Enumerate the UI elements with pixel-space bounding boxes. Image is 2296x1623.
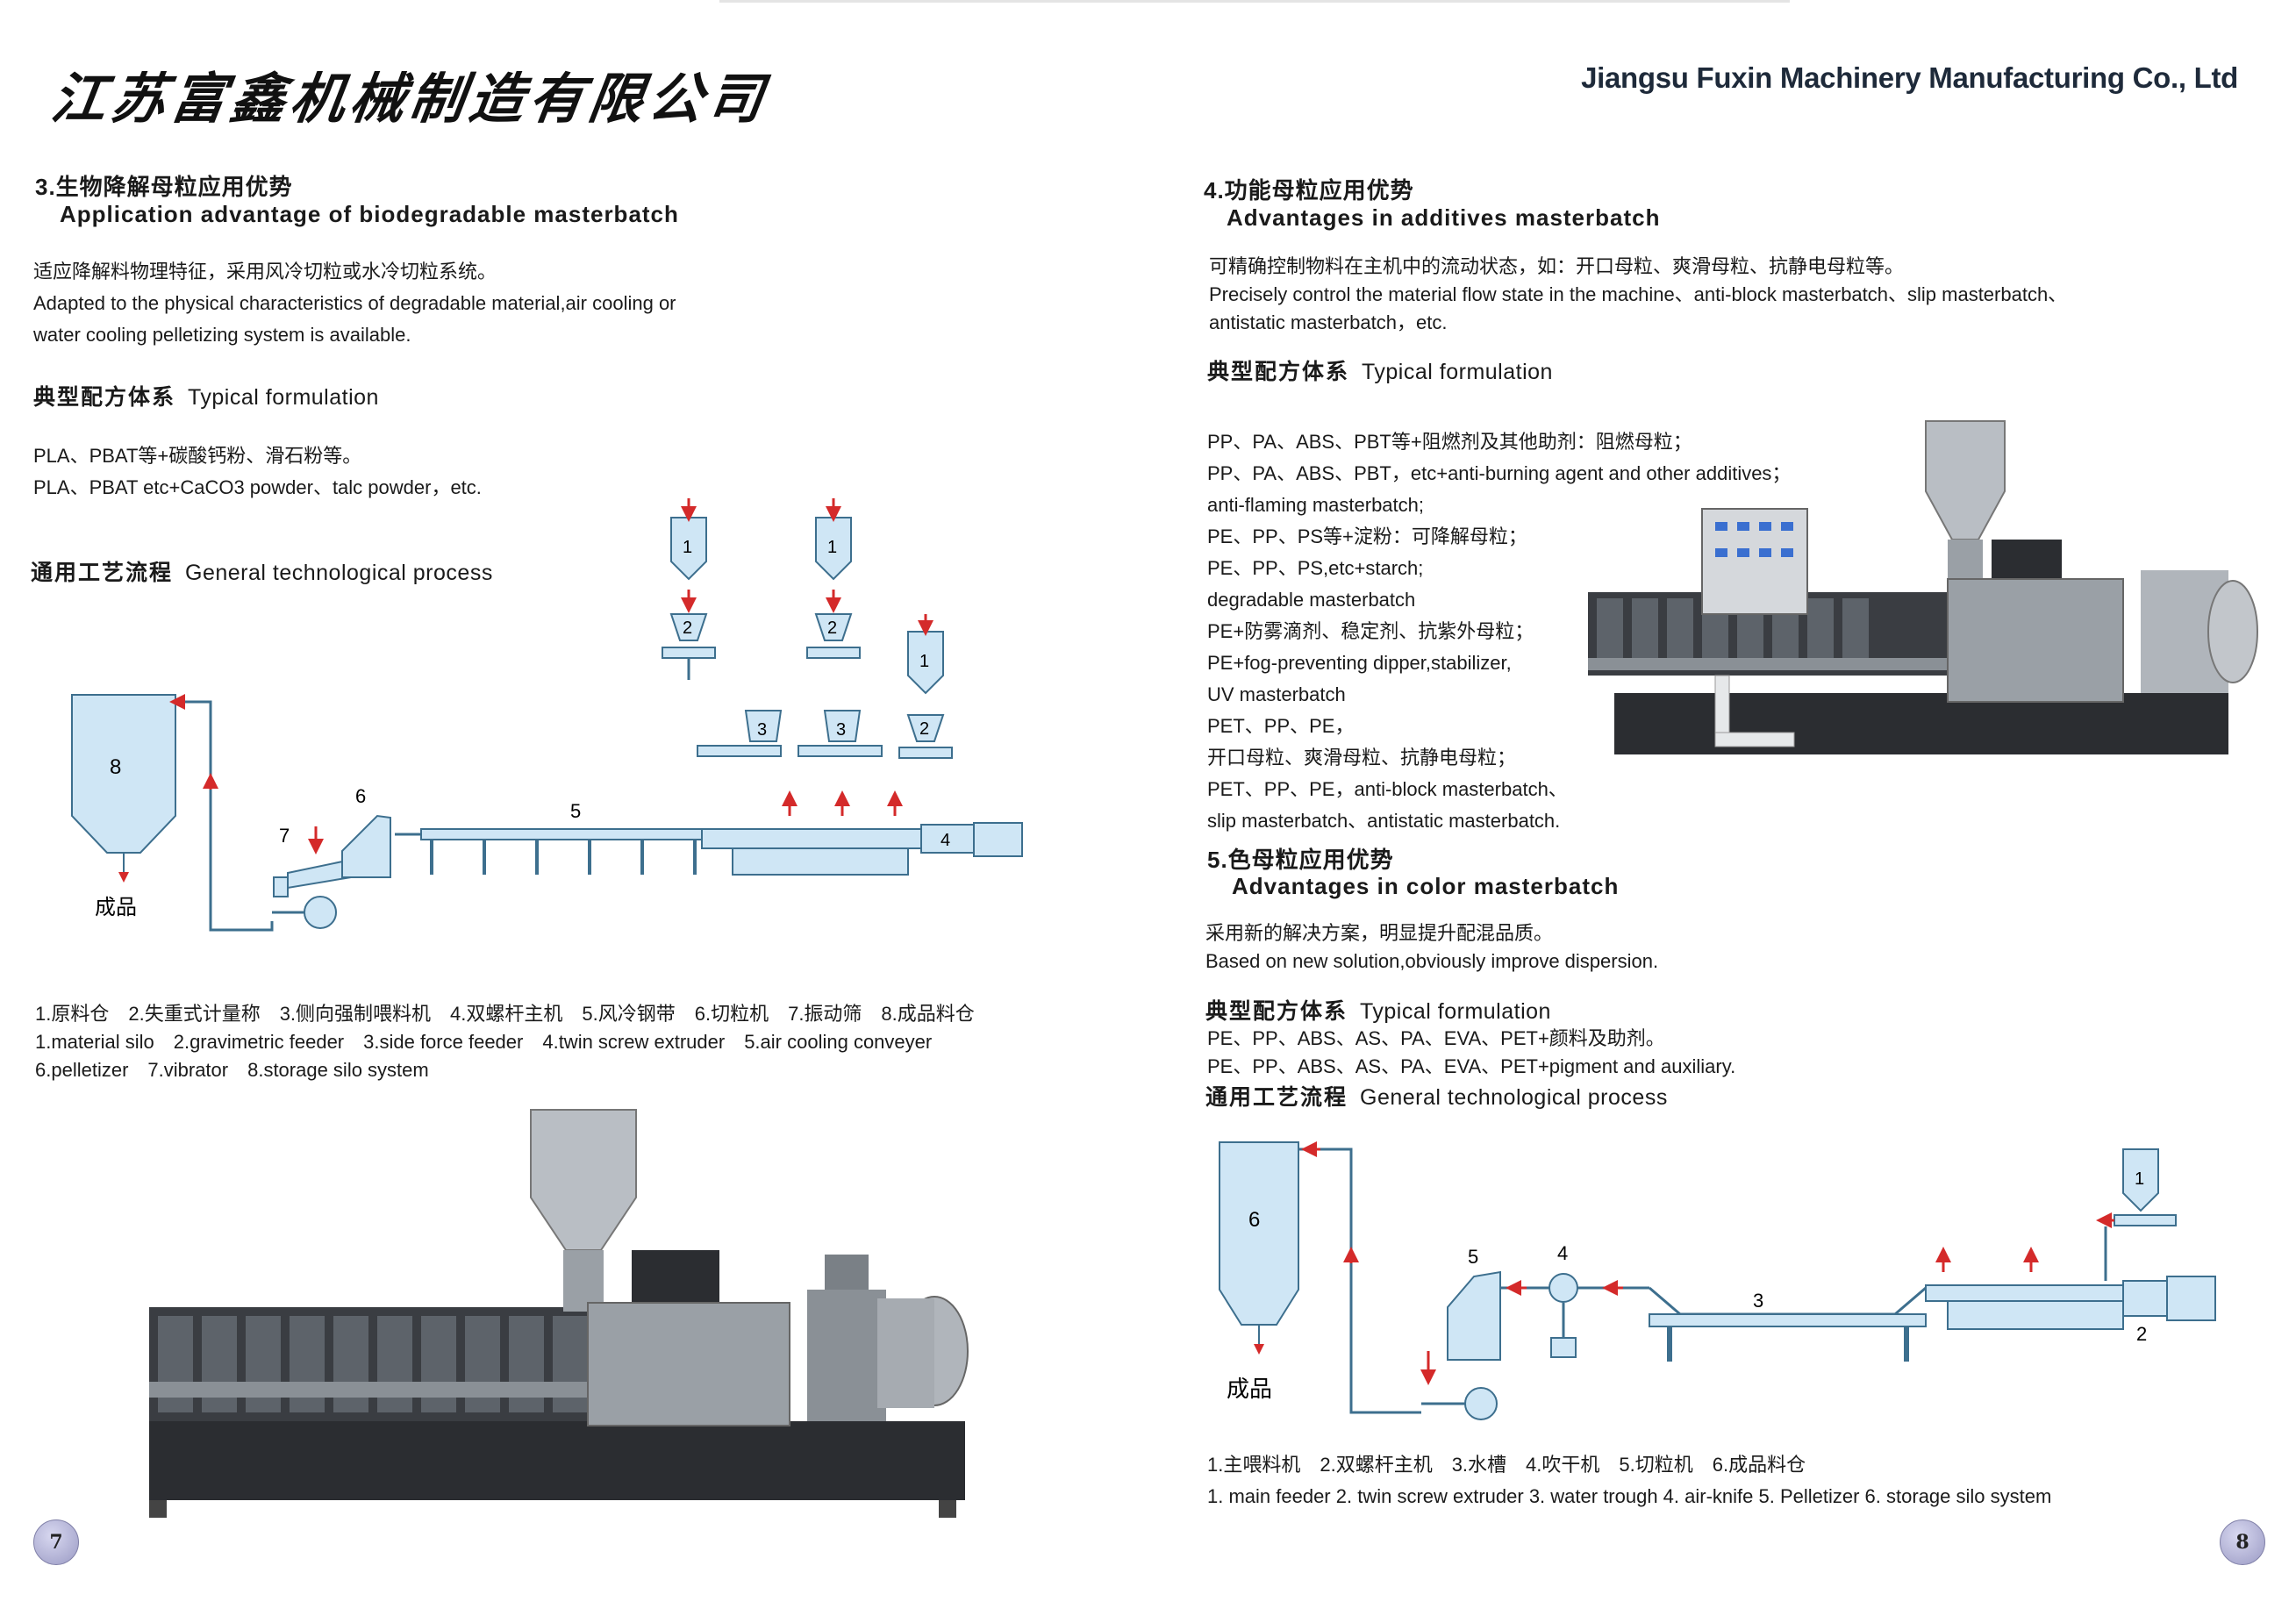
svg-text:5: 5 (570, 800, 581, 822)
section3-formulation-2: PLA、PBAT etc+CaCO3 powder、talc powder，et… (33, 476, 482, 498)
right-process-diagram: 6 成品 5 4 3 2 1 (1219, 1141, 2216, 1420)
svg-text:6: 6 (355, 785, 366, 807)
svg-text:3: 3 (1753, 1290, 1763, 1312)
svg-text:2: 2 (827, 618, 837, 638)
left-legend-cn: 1.原料仓 2.失重式计量称 3.侧向强制喂料机 4.双螺杆主机 5.风冷钢带 … (35, 1003, 975, 1025)
company-name-cn: 江苏富鑫机械制造有限公司 (47, 67, 773, 131)
svg-text:1: 1 (2135, 1169, 2144, 1189)
top-rule (719, 0, 1790, 3)
blower-icon (1464, 1387, 1498, 1420)
svg-text:2: 2 (919, 719, 929, 739)
diagram-product-label: 成品 (95, 896, 137, 919)
storage-silo-8: 8 成品 (71, 694, 176, 919)
section4-desc-3: antistatic masterbatch，etc. (1209, 311, 1448, 333)
svg-text:4: 4 (1557, 1242, 1568, 1264)
feeder-group-a: 1 2 3 (662, 498, 783, 757)
air-knife-4: 4 (1549, 1242, 1578, 1358)
right-machine-photo (1588, 420, 2258, 754)
section5-desc-2: Based on new solution,obviously improve … (1205, 950, 1659, 972)
left-process-diagram: 8 成品 7 6 5 4 (71, 498, 1023, 932)
feeder-group-c: 1 2 (898, 614, 953, 759)
svg-text:1: 1 (919, 652, 929, 671)
svg-text:2: 2 (683, 618, 692, 638)
section5-formulation-1: PE、PP、ABS、AS、PA、EVA、PET+颜料及助剂。 (1207, 1027, 1665, 1049)
vibrator-7: 7 (273, 825, 352, 897)
svg-text:1: 1 (827, 538, 837, 557)
svg-text:3: 3 (836, 720, 846, 740)
feeder-group-b: 1 2 3 (798, 498, 883, 757)
section3-desc-2: Adapted to the physical characteristics … (33, 292, 676, 314)
right-legend-cn: 1.主喂料机 2.双螺杆主机 3.水槽 4.吹干机 5.切粒机 6.成品料仓 (1207, 1454, 1806, 1476)
twin-screw-extruder-4: 4 (701, 790, 1023, 876)
air-cooling-conveyer-5: 5 (395, 800, 790, 875)
page-number-right: 8 (2220, 1519, 2265, 1565)
pelletizer-5: 5 (1447, 1246, 1501, 1361)
section5-title-cn: 5.色母粒应用优势 (1207, 847, 1394, 873)
section5-title-en: Advantages in color masterbatch (1232, 873, 1620, 899)
section3-title-cn: 3.生物降解母粒应用优势 (35, 174, 293, 200)
section5-desc-1: 采用新的解决方案，明显提升配混品质。 (1205, 922, 1554, 944)
water-trough-3: 3 (1649, 1286, 1927, 1362)
section3-desc-1: 适应降解料物理特征，采用风冷切粒或水冷切粒系统。 (33, 261, 497, 282)
diagram-label-8: 8 (110, 755, 121, 779)
blower-icon (304, 896, 337, 929)
pelletizer-6: 6 (341, 785, 391, 878)
svg-text:1: 1 (683, 538, 692, 557)
section3-formulation-1: PLA、PBAT等+碳酸钙粉、滑石粉等。 (33, 445, 362, 467)
section4-formulation-list: PP、PA、ABS、PBT等+阻燃剂及其他助剂：阻燃母粒； PP、PA、ABS、… (1207, 431, 1792, 832)
section4-desc-2: Precisely control the material flow stat… (1209, 283, 2068, 305)
page-number-left: 7 (33, 1519, 79, 1565)
svg-text:3: 3 (757, 720, 767, 740)
section3-desc-3: water cooling pelletizing system is avai… (33, 324, 411, 346)
svg-text:6: 6 (1248, 1208, 1260, 1232)
section4-desc-1: 可精确控制物料在主机中的流动状态，如：开口母粒、爽滑母粒、抗静电母粒等。 (1209, 255, 1905, 277)
section5-formulation-2: PE、PP、ABS、AS、PA、EVA、PET+pigment and auxi… (1207, 1055, 1736, 1077)
svg-text:5: 5 (1468, 1246, 1478, 1268)
section4-title-cn: 4.功能母粒应用优势 (1204, 177, 1414, 204)
svg-text:4: 4 (941, 831, 950, 850)
twin-screw-extruder-2: 2 (1925, 1247, 2216, 1345)
section3-title-en: Application advantage of biodegradable m… (60, 201, 679, 227)
left-machine-photo (149, 1109, 969, 1518)
right-legend-en: 1. main feeder 2. twin screw extruder 3.… (1207, 1485, 2052, 1507)
left-legend-en-1: 1.material silo 2.gravimetric feeder 3.s… (35, 1031, 933, 1053)
svg-text:7: 7 (279, 825, 290, 847)
left-legend-en-2: 6.pelletizer 7.vibrator 8.storage silo s… (35, 1059, 429, 1081)
diagram-product-label: 成品 (1227, 1376, 1272, 1402)
storage-silo-6: 6 成品 (1219, 1141, 1299, 1402)
company-name-en: Jiangsu Fuxin Machinery Manufacturing Co… (1581, 61, 2238, 94)
svg-text:2: 2 (2136, 1323, 2147, 1345)
section4-title-en: Advantages in additives masterbatch (1227, 204, 1661, 231)
main-feeder-1: 1 (2096, 1148, 2177, 1281)
